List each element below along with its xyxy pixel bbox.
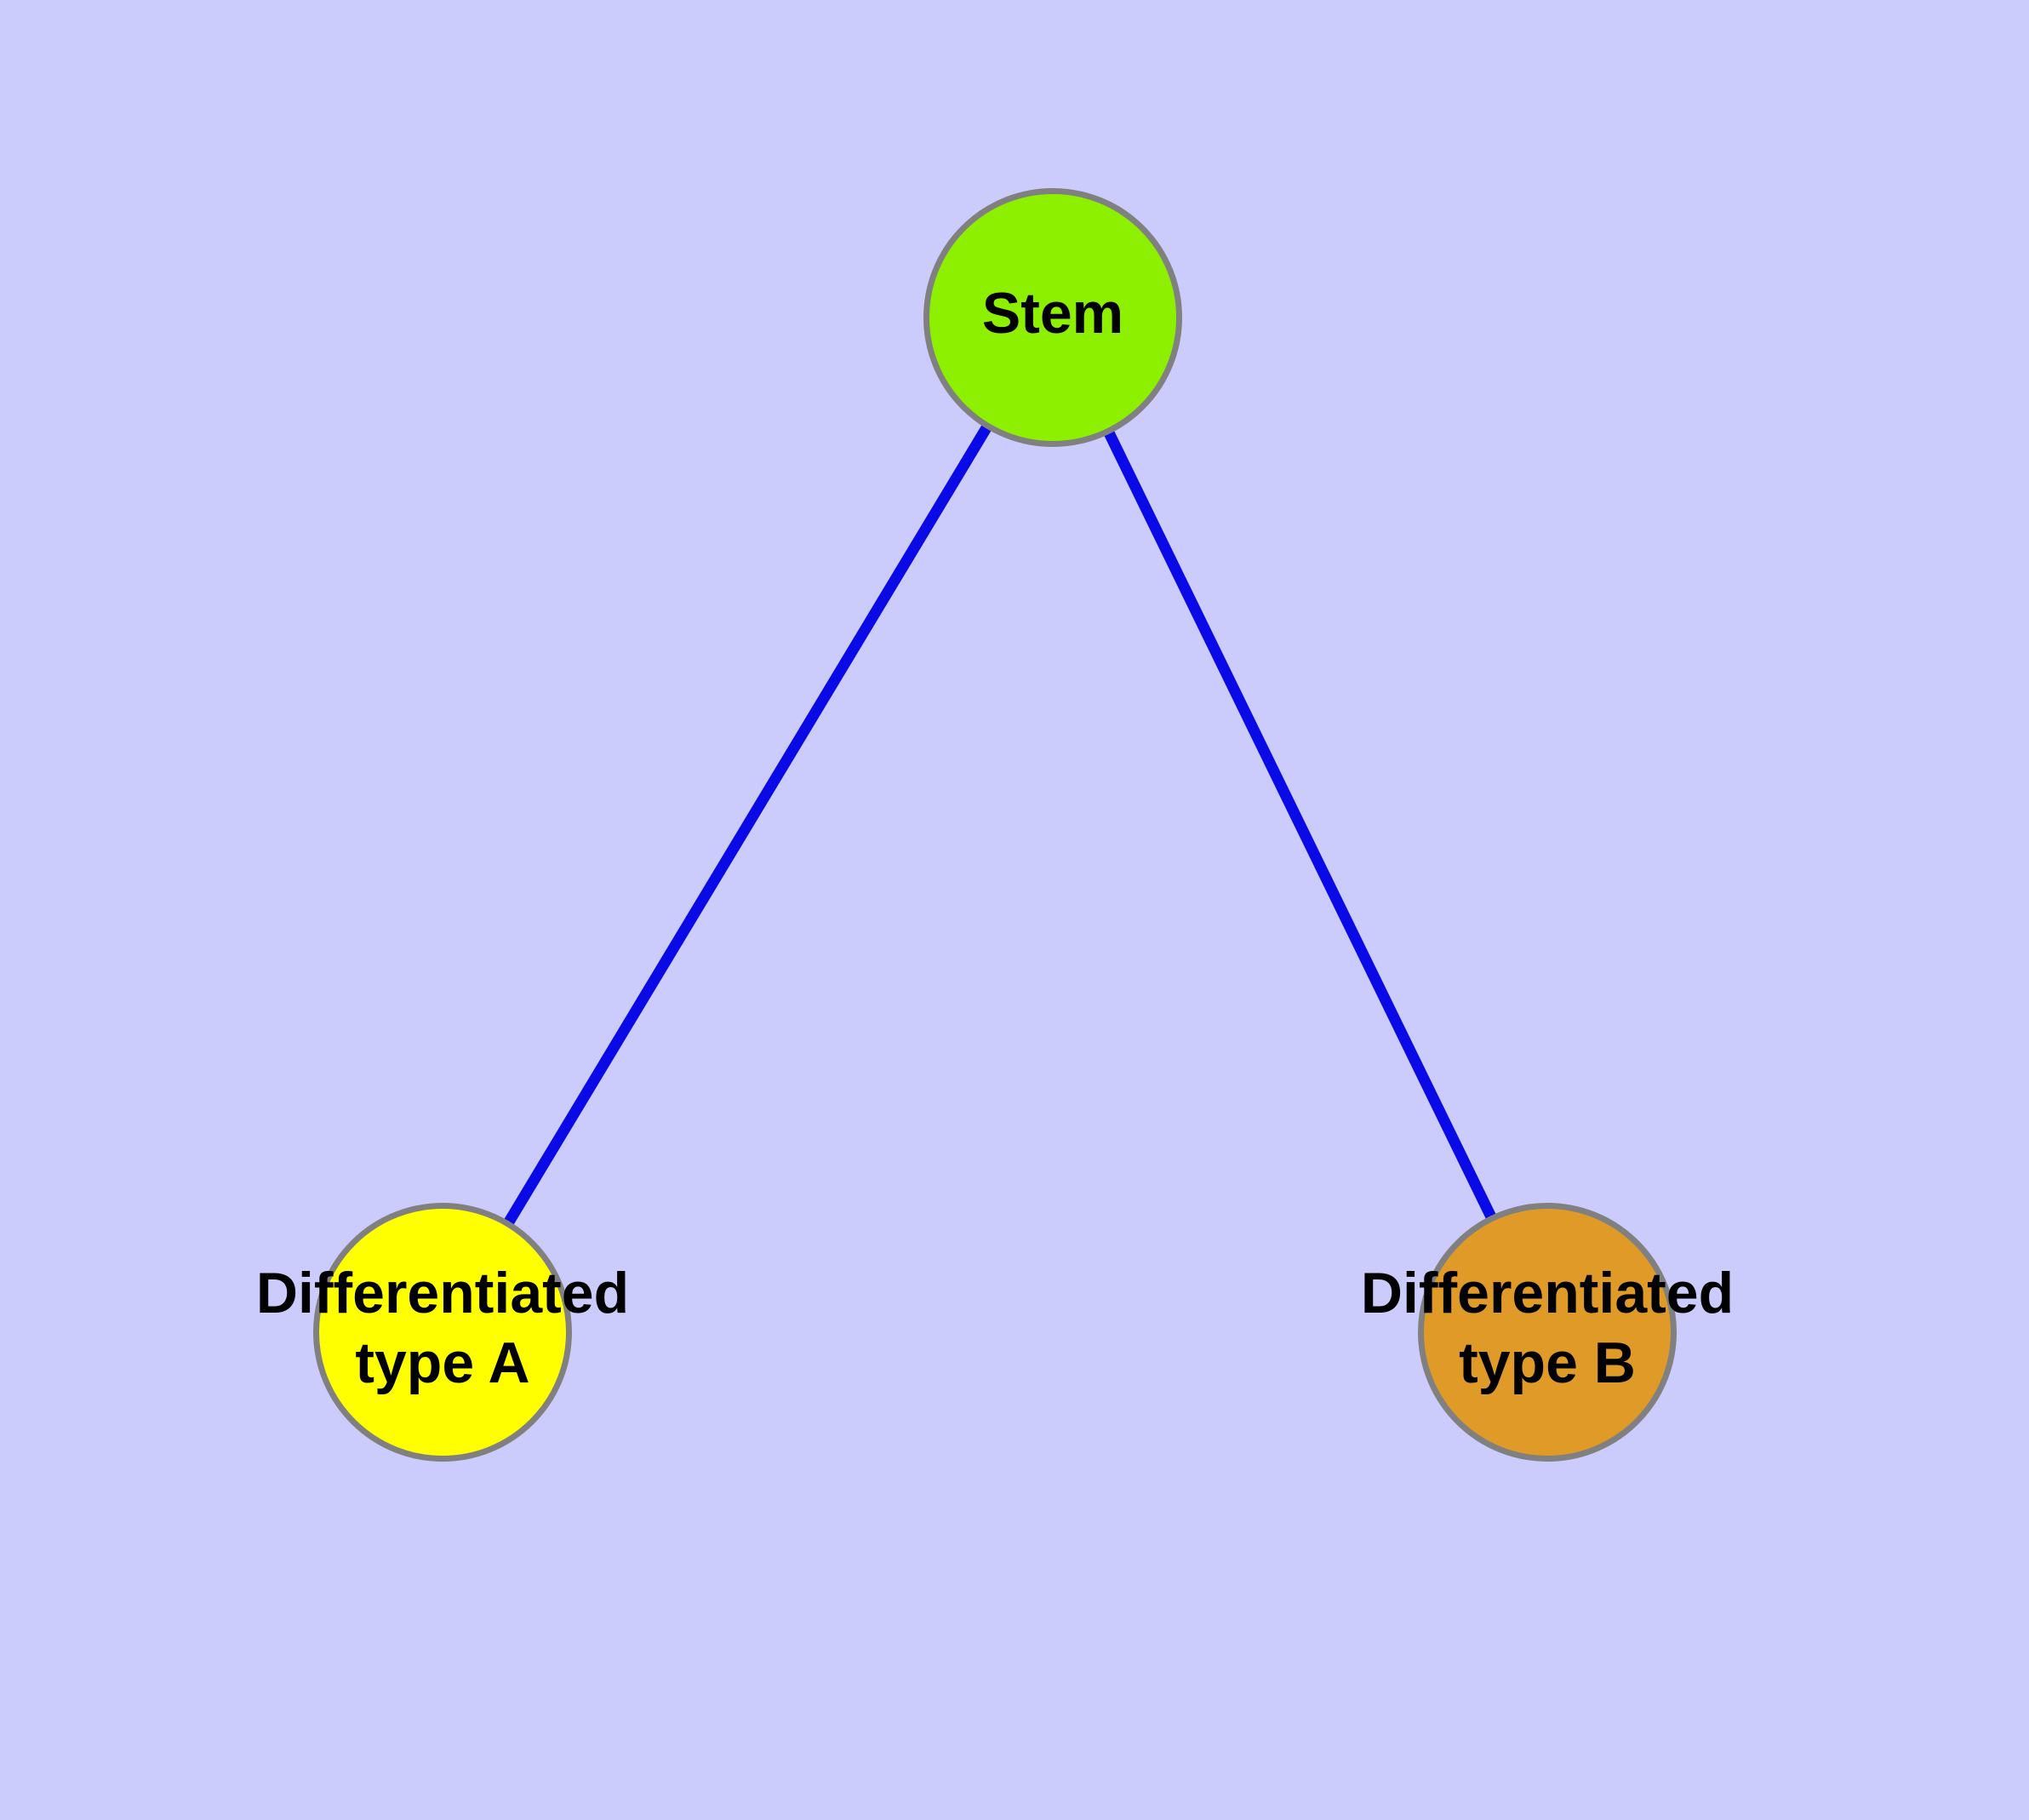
edge-stem-to-diff-b [1103,428,1497,1222]
node-label-line: Differentiated [256,1261,629,1325]
node-circle-stem[interactable] [923,188,1182,447]
node-circle-diff-b[interactable] [1418,1203,1677,1462]
node-label-line: Differentiated [1361,1261,1734,1325]
node-label-stem: Stem [982,281,1123,346]
edge-stem-to-diff-a [502,422,993,1228]
node-label-line: type B [1459,1331,1636,1395]
node-label-line: Stem [982,281,1123,346]
edge-layer [502,422,1497,1228]
node-label-line: type A [355,1331,529,1395]
node-layer [313,188,1677,1462]
node-circle-diff-a[interactable] [313,1203,572,1462]
